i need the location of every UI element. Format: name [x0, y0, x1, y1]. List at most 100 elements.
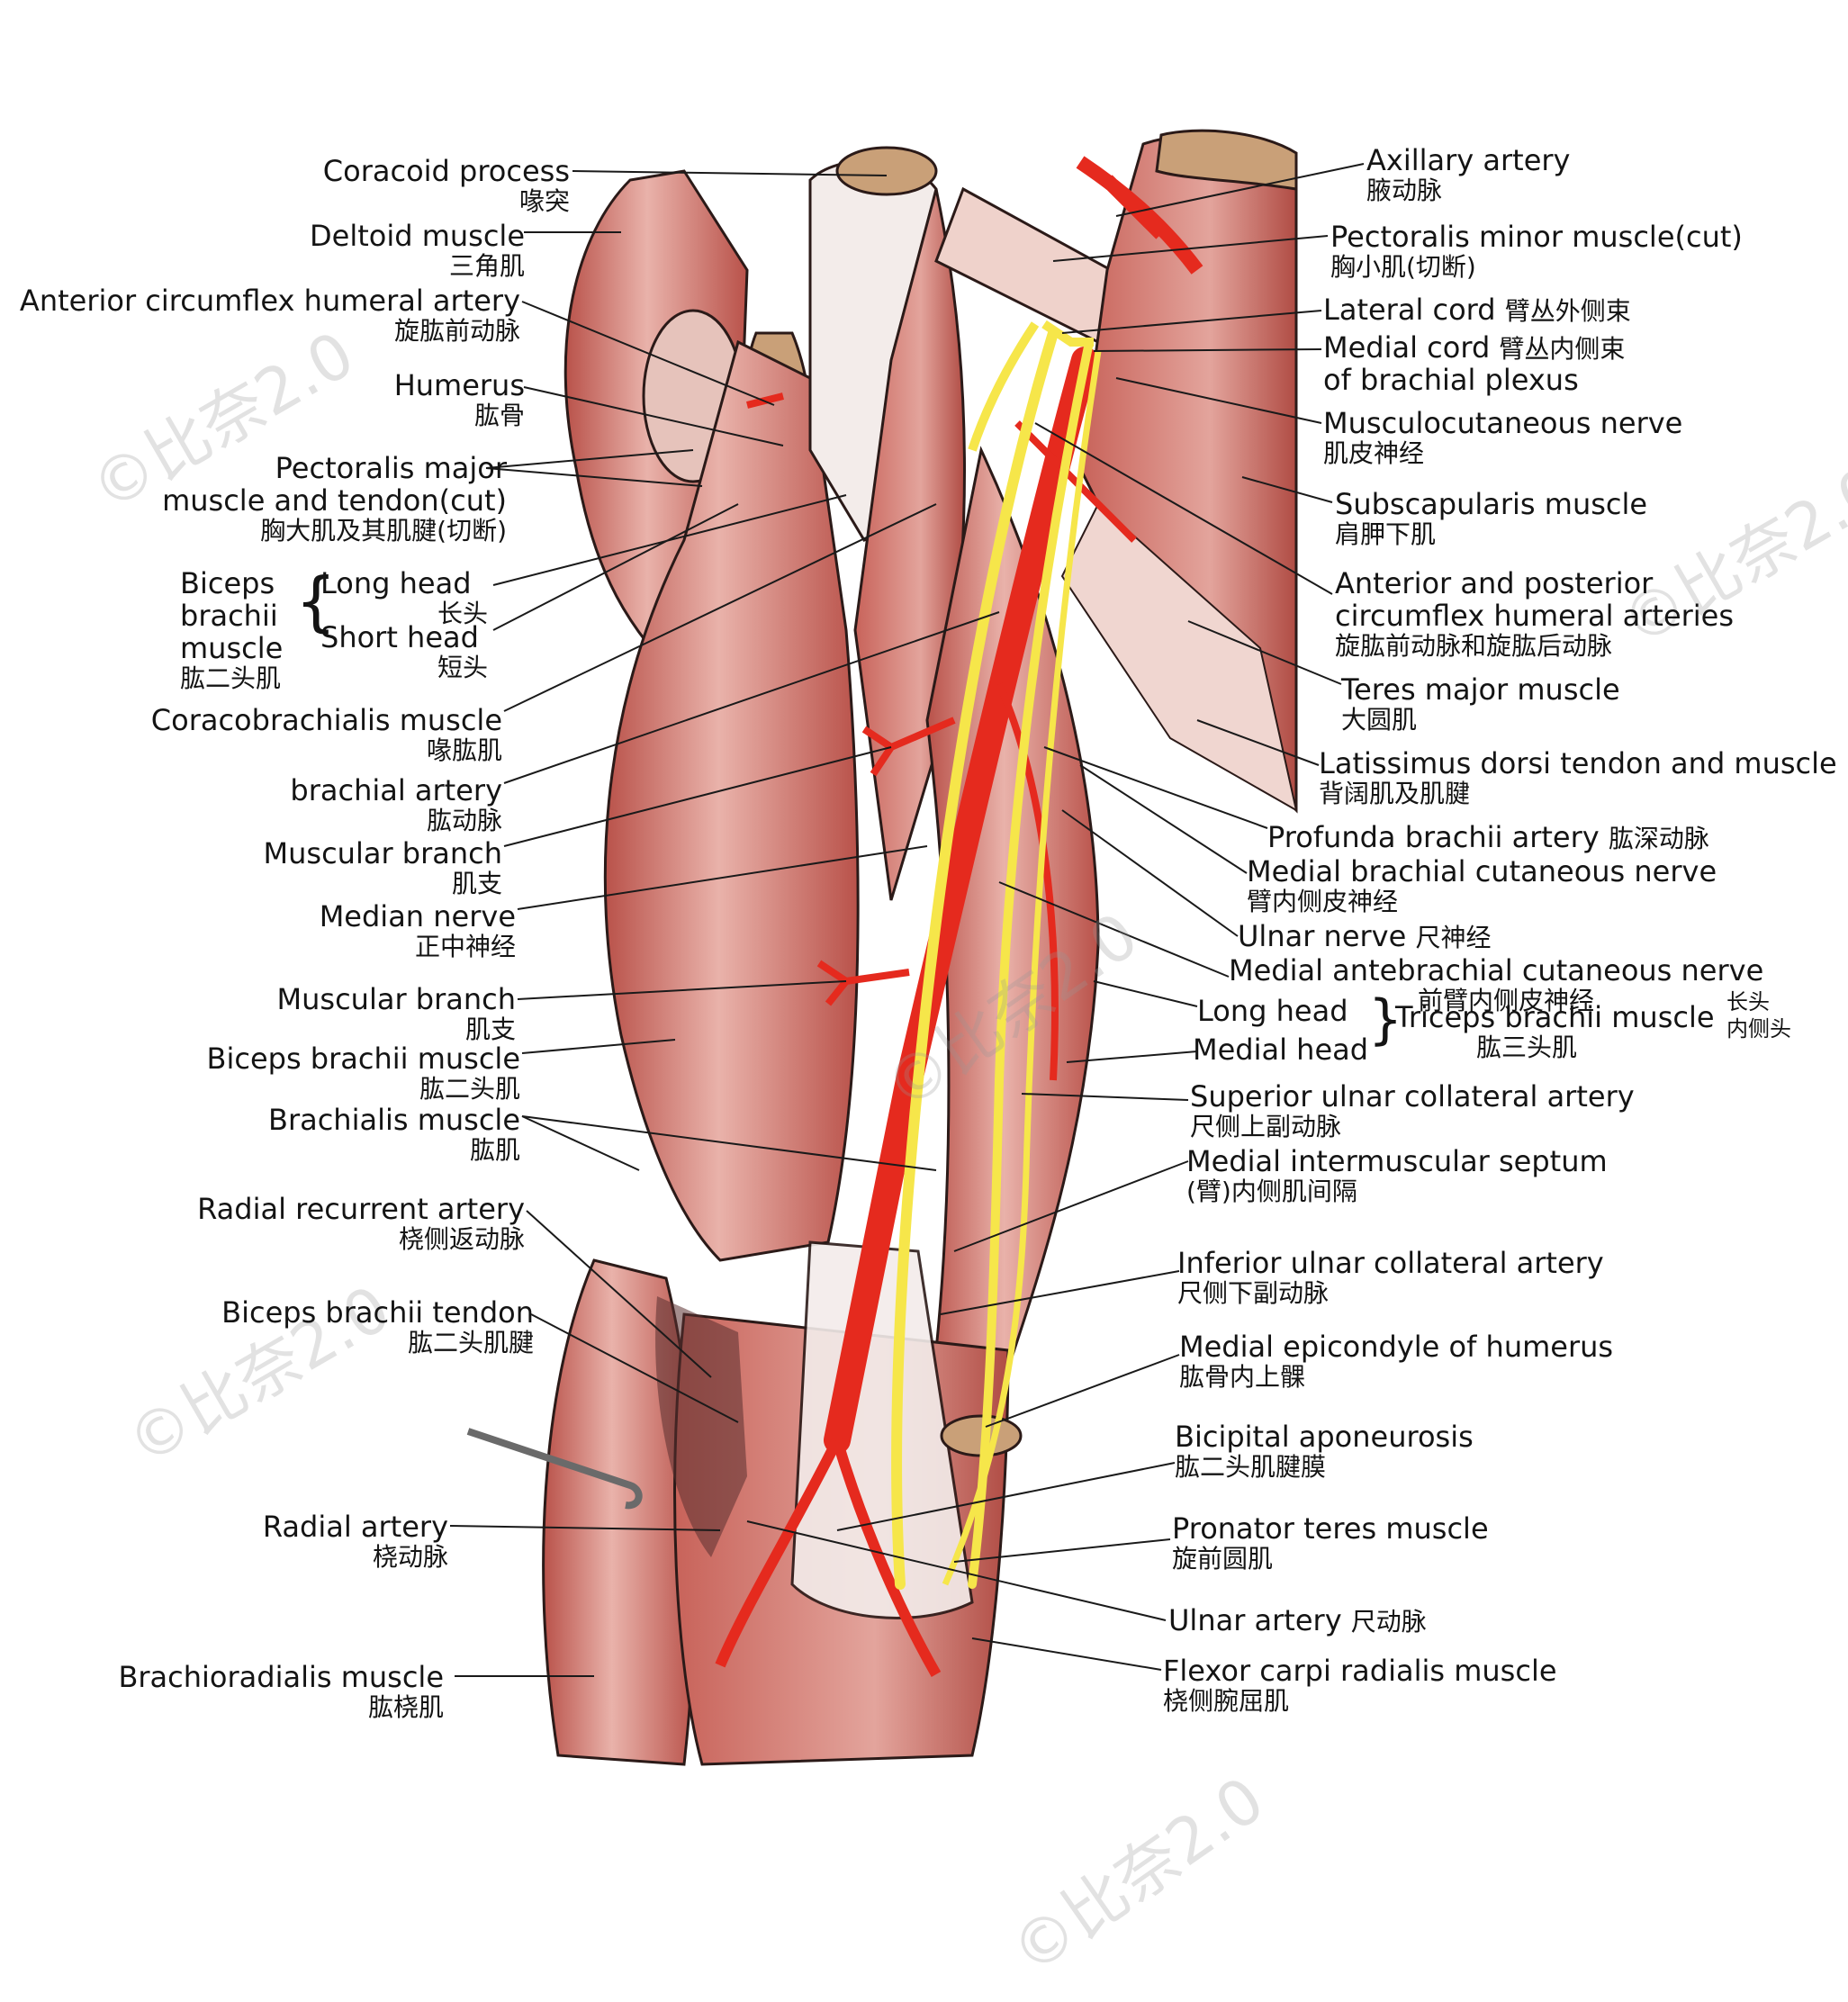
scapula-bone — [1155, 129, 1298, 191]
label-zh: 内侧头 — [1726, 1016, 1791, 1042]
label-en: Subscapularis muscle — [1335, 487, 1648, 521]
label-circumflex-humeral-arteries: Anterior and posterior circumflex humera… — [1335, 567, 1734, 661]
label-zh: 胸大肌及其肌腱(切断) — [260, 516, 507, 546]
label-zh: 肌支 — [451, 869, 502, 898]
label-musculocutaneous-nerve: Musculocutaneous nerve 肌皮神经 — [1323, 407, 1682, 468]
label-en: Biceps brachii tendon — [221, 1295, 534, 1330]
label-zh: 尺动脉 — [1350, 1607, 1427, 1637]
label-zh: 桡侧返动脉 — [398, 1224, 525, 1254]
label-en: Medial intermuscular septum — [1186, 1144, 1608, 1178]
label-coracobrachialis-muscle: Coracobrachialis muscle 喙肱肌 — [151, 704, 502, 765]
label-en: Long head — [320, 566, 472, 600]
label-en: Ulnar nerve — [1238, 919, 1407, 953]
label-en: Coracoid process — [322, 154, 570, 188]
label-muscular-branch-upper: Muscular branch 肌支 — [264, 837, 503, 898]
label-en: Axillary artery — [1366, 143, 1571, 177]
label-en: Medial antebrachial cutaneous nerve — [1229, 953, 1764, 987]
label-en: Latissimus dorsi tendon and muscle — [1319, 746, 1837, 780]
label-en: Inferior ulnar collateral artery — [1177, 1246, 1604, 1280]
label-en: Medial cord — [1323, 330, 1491, 365]
label-en: Anterior and posterior — [1335, 566, 1654, 600]
label-zh: 肱桡肌 — [367, 1692, 444, 1722]
label-en: Muscular branch — [263, 836, 503, 870]
label-zh: 长头 — [437, 599, 489, 628]
medial-cutaneous-nerve-fiber — [942, 350, 1102, 1586]
label-medial-epicondyle: Medial epicondyle of humerus 肱骨内上髁 — [1179, 1330, 1613, 1392]
label-zh: 长头 — [1726, 989, 1770, 1015]
label-latissimus-dorsi: Latissimus dorsi tendon and muscle 背阔肌及肌… — [1319, 747, 1837, 808]
label-en-line2: circumflex humeral arteries — [1335, 599, 1735, 633]
label-en: Radial artery — [262, 1510, 448, 1544]
label-zh: 喙突 — [518, 186, 570, 216]
label-humerus: Humerus 肱骨 — [394, 369, 525, 430]
label-en: Lateral cord — [1323, 293, 1496, 327]
label-zh: 腋动脉 — [1366, 176, 1443, 205]
label-en: Short head — [320, 620, 479, 654]
label-brachial-artery: brachial artery 肱动脉 — [290, 774, 502, 835]
label-en: Profunda brachii artery — [1267, 820, 1600, 854]
label-biceps-long-head: Long head 长头 — [320, 567, 488, 628]
label-en: Biceps brachii muscle — [206, 1042, 520, 1076]
label-triceps-long-head: Long head — [1197, 994, 1348, 1028]
label-zh: 前臂内侧皮神经 — [1418, 986, 1595, 1015]
label-zh: 肱三头肌 — [1476, 1033, 1578, 1062]
ulnar-artery-vessel — [832, 1438, 942, 1677]
label-zh: 尺神经 — [1415, 923, 1492, 952]
musculocutaneous-nerve-fiber — [968, 321, 1040, 452]
label-en: Bicipital aponeurosis — [1175, 1420, 1474, 1454]
label-zh: 桡侧腕屈肌 — [1163, 1686, 1290, 1716]
label-zh: 肱动脉 — [426, 806, 502, 835]
label-superior-ulnar-collateral-artery: Superior ulnar collateral artery 尺侧上副动脉 — [1190, 1080, 1635, 1141]
label-en: Pectoralis minor muscle(cut) — [1330, 220, 1743, 254]
label-zh: 肱二头肌 — [419, 1074, 520, 1104]
label-zh: 大圆肌 — [1341, 705, 1418, 735]
label-zh: 三角肌 — [448, 251, 525, 281]
label-radial-artery: Radial artery 桡动脉 — [263, 1511, 448, 1572]
label-brachioradialis-muscle: Brachioradialis muscle 肱桡肌 — [118, 1661, 444, 1722]
label-en: Pronator teres muscle — [1172, 1511, 1489, 1546]
label-triceps-medial-head: Medial head — [1193, 1033, 1369, 1067]
label-biceps-brachii-muscle: Biceps brachii muscle 肱二头肌 — [207, 1042, 520, 1104]
label-zh: 肱深动脉 — [1608, 824, 1709, 853]
label-medial-cord: Medial cord 臂丛内侧束 of brachial plexus — [1323, 331, 1625, 396]
label-zh: 正中神经 — [414, 932, 516, 961]
label-zh: 肱二头肌 — [180, 663, 282, 693]
median-nerve-fiber — [891, 328, 1059, 1590]
ulnar-nerve-fiber — [968, 338, 1094, 1589]
label-subscapularis-muscle: Subscapularis muscle 肩胛下肌 — [1335, 488, 1647, 549]
label-biceps-group-name: Biceps brachii muscle 肱二头肌 — [180, 567, 283, 693]
label-en: brachial artery — [290, 773, 502, 807]
label-zh: 臂内侧皮神经 — [1247, 887, 1399, 916]
label-en: Medial brachial cutaneous nerve — [1247, 854, 1717, 888]
label-biceps-brachii-tendon: Biceps brachii tendon 肱二头肌腱 — [221, 1296, 534, 1357]
label-zh: 臂丛外侧束 — [1504, 296, 1631, 326]
label-zh: 臂丛内侧束 — [1499, 334, 1626, 364]
label-brachialis-muscle: Brachialis muscle 肱肌 — [268, 1104, 520, 1165]
label-en: brachii — [180, 599, 278, 633]
leader-lines-right — [746, 163, 1365, 1671]
label-en: Biceps — [180, 566, 275, 600]
label-en: Median nerve — [319, 899, 516, 933]
label-muscular-branch-lower: Muscular branch 肌支 — [277, 983, 517, 1044]
label-zh: 肱骨 — [473, 401, 525, 430]
label-en: muscle — [180, 631, 284, 665]
label-zh: 肩胛下肌 — [1335, 519, 1437, 549]
label-en: Brachialis muscle — [267, 1103, 520, 1137]
label-biceps-short-head: Short head 短头 — [320, 621, 488, 682]
label-zh: 喙肱肌 — [426, 735, 502, 765]
label-zh: (臂)内侧肌间隔 — [1186, 1177, 1357, 1206]
axillary-artery-vessel — [1076, 156, 1203, 275]
label-deltoid-muscle: Deltoid muscle 三角肌 — [310, 220, 525, 281]
label-en: Brachioradialis muscle — [118, 1660, 444, 1694]
label-anterior-circumflex-humeral-artery: Anterior circumflex humeral artery 旋肱前动脉 — [20, 284, 520, 346]
label-en: Humerus — [393, 368, 525, 402]
label-pronator-teres-muscle: Pronator teres muscle 旋前圆肌 — [1172, 1512, 1489, 1574]
label-zh: 旋肱前动脉 — [393, 316, 520, 346]
label-en: Teres major muscle — [1341, 672, 1620, 707]
label-ulnar-artery: Ulnar artery 尺动脉 — [1168, 1604, 1427, 1637]
label-triceps-heads-zh: 长头 内侧头 — [1726, 988, 1791, 1042]
label-zh: 尺侧下副动脉 — [1177, 1278, 1330, 1308]
label-en: Musculocutaneous nerve — [1323, 406, 1683, 440]
